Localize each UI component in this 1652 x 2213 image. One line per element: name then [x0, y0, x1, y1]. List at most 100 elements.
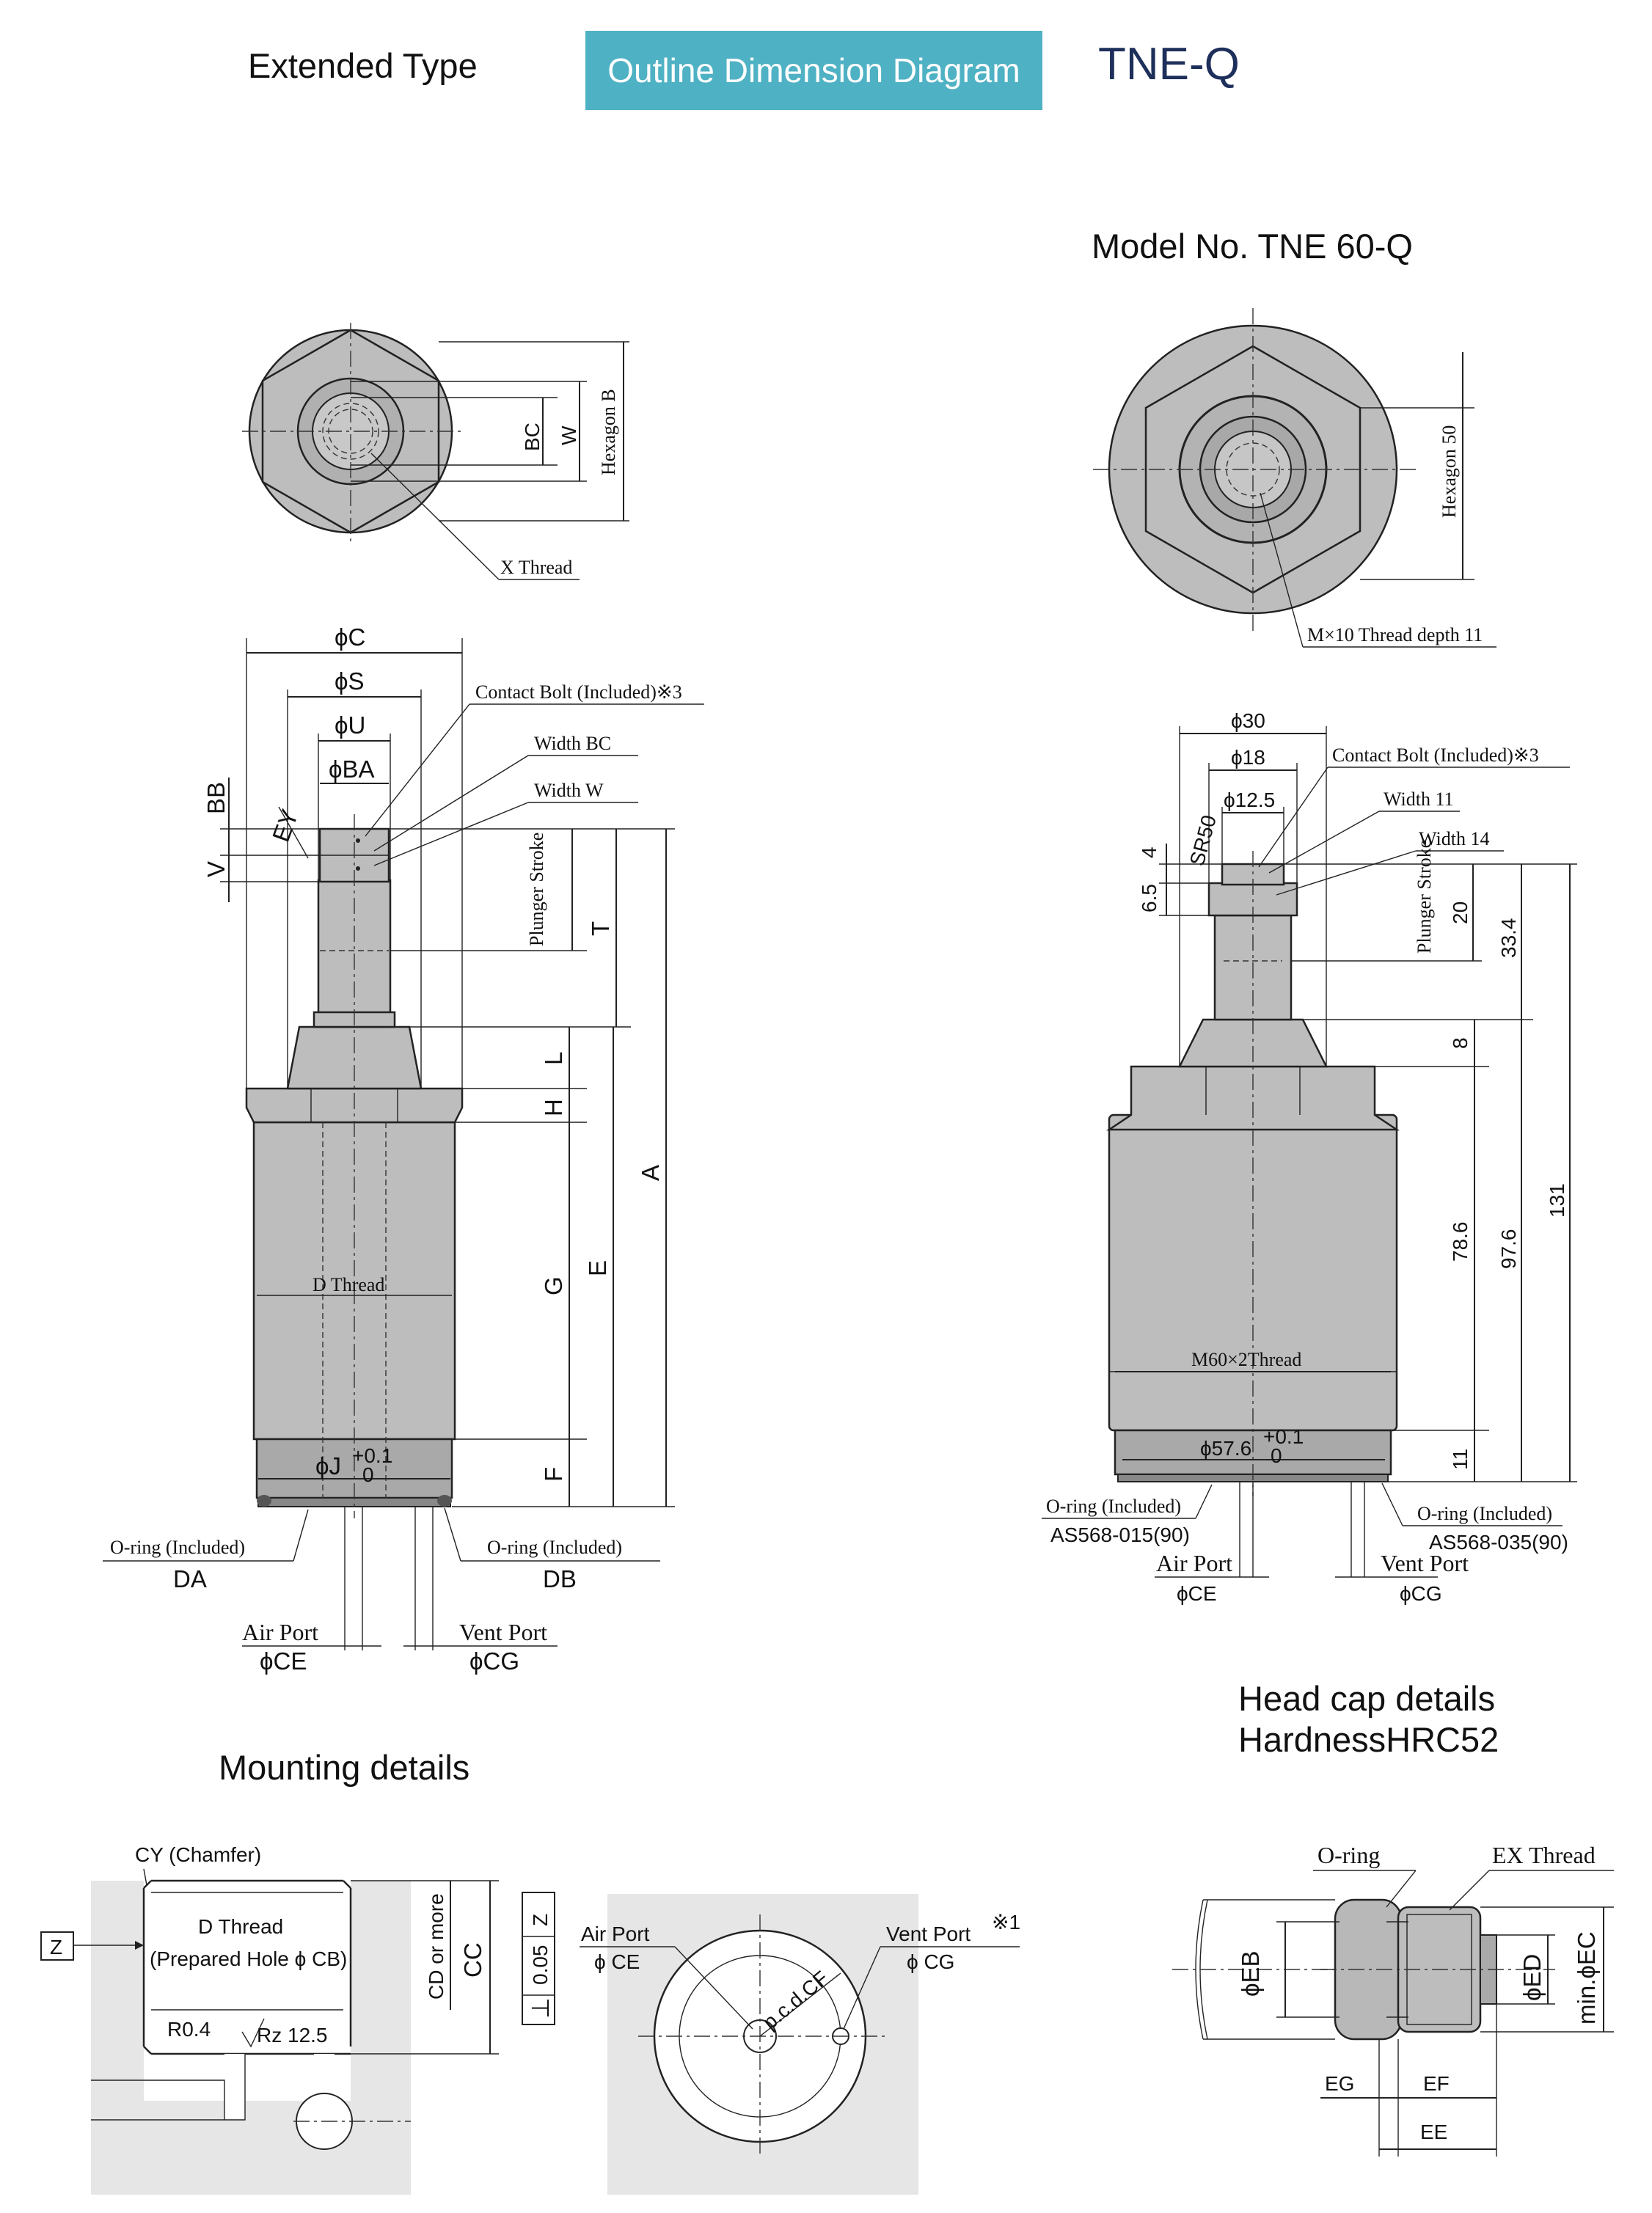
headcap-details: ϕEB ϕED min.ϕEC O-ring EX Thread EG EF E…	[1172, 1842, 1614, 2157]
left-oring-left-label: O-ring (Included)	[110, 1537, 245, 1558]
right-334-label: 33.4	[1497, 918, 1520, 959]
left-s-label: ϕS	[335, 667, 365, 695]
left-e-label: E	[584, 1260, 611, 1276]
left-ey-label: EY	[267, 805, 304, 845]
left-top-x-thread-label: X Thread	[500, 557, 572, 578]
right-top-view: Hexagon 50 M×10 Thread depth 11	[1093, 308, 1496, 648]
right-tol-up: +0.1	[1263, 1425, 1304, 1448]
right-as035-label: AS568-035(90)	[1429, 1531, 1568, 1554]
mount-tol-label: 0.05	[529, 1945, 552, 1986]
left-j-tol-up: +0.1	[352, 1444, 392, 1467]
right-786-label: 78.6	[1449, 1222, 1472, 1262]
left-l-label: L	[540, 1052, 567, 1065]
left-top-bc-label: BC	[521, 423, 544, 451]
left-vent-port-label: Vent Port	[459, 1619, 547, 1645]
left-f-label: F	[540, 1467, 567, 1482]
header-type-label: Extended Type	[248, 46, 478, 85]
mount-air-port-label: Air Port	[581, 1923, 650, 1945]
right-vent-port-label: Vent Port	[1381, 1550, 1469, 1576]
right-d30-label: ϕ30	[1231, 709, 1265, 732]
headcap-ec-label: min.ϕEC	[1573, 1931, 1600, 2024]
mounting-details: CY (Chamfer) Z D Thread (Prepared Hole ϕ…	[40, 1843, 1020, 2195]
right-ce-label: ϕCE	[1177, 1582, 1217, 1605]
left-ce-label: ϕCE	[260, 1647, 307, 1675]
mount-cy-label: CY (Chamfer)	[135, 1843, 261, 1866]
mount-cd-label: CD or more	[425, 1893, 447, 2000]
right-plunger-stroke-label: Plunger Stroke	[1414, 840, 1435, 954]
right-oring-right-label: O-ring (Included)	[1417, 1503, 1552, 1524]
left-air-port-label: Air Port	[242, 1619, 318, 1645]
headcap-title-line1: Head cap details	[1238, 1679, 1496, 1718]
headcap-title-line2: HardnessHRC52	[1238, 1720, 1499, 1760]
mount-rz-label: Rz 12.5	[257, 2024, 328, 2046]
headcap-oring-label: O-ring	[1317, 1842, 1380, 1868]
headcap-ee-label: EE	[1420, 2121, 1447, 2143]
left-ba-label: ϕBA	[329, 756, 375, 783]
headcap-ex-label: EX Thread	[1492, 1842, 1596, 1868]
left-g-label: G	[540, 1276, 567, 1295]
right-tol-low: 0	[1271, 1444, 1282, 1467]
mount-cg-label: ϕ CG	[907, 1950, 954, 1973]
right-20-label: 20	[1449, 901, 1472, 924]
headcap-eg-label: EG	[1325, 2072, 1354, 2095]
header-badge-text: Outline Dimension Diagram	[607, 51, 1020, 89]
left-t-label: T	[587, 921, 614, 936]
left-cg-label: ϕCG	[469, 1647, 519, 1675]
right-width11-label: Width 11	[1384, 789, 1453, 810]
left-c-label: ϕC	[335, 623, 365, 651]
right-m60-label: M60×2Thread	[1191, 1349, 1301, 1370]
header-badge: Outline Dimension Diagram	[585, 31, 1042, 110]
left-j-label: ϕJ	[315, 1452, 341, 1479]
headcap-ef-label: EF	[1423, 2072, 1450, 2095]
right-contact-bolt-label: Contact Bolt (Included)※3	[1332, 745, 1539, 766]
mount-z-label: Z	[50, 1936, 62, 1958]
mount-prepared-label: (Prepared Hole ϕ CB)	[150, 1947, 347, 1970]
left-top-view: BC W Hexagon B X Thread	[242, 323, 629, 580]
right-131-label: 131	[1546, 1183, 1568, 1218]
right-d18-label: ϕ18	[1231, 746, 1265, 769]
mount-z-box-label: Z	[529, 1914, 552, 1926]
left-a-label: A	[637, 1165, 664, 1181]
right-d576-label: ϕ57.6	[1200, 1437, 1251, 1460]
left-d-thread-label: D Thread	[313, 1274, 384, 1295]
mount-ce-label: ϕ CE	[594, 1950, 640, 1973]
left-bb-label: BB	[202, 782, 230, 814]
right-oring-left-label: O-ring (Included)	[1046, 1496, 1181, 1517]
left-da-label: DA	[173, 1565, 207, 1592]
left-contact-bolt-label: Contact Bolt (Included)※3	[475, 681, 682, 703]
right-cg-label: ϕCG	[1400, 1582, 1442, 1605]
left-v-label: V	[202, 861, 230, 877]
left-top-hexagon-label: Hexagon B	[598, 389, 619, 475]
mount-perp-label: ⊥	[527, 1997, 554, 2019]
left-plunger-stroke-label: Plunger Stroke	[526, 833, 547, 946]
left-side-view: D Thread ϕC ϕS ϕU ϕBA BB V EY Contact Bo…	[103, 623, 704, 1675]
header-model: TNE-Q	[1098, 39, 1240, 89]
right-side-view: M60×2Thread ϕ57.6 +0.1 0 Air Port ϕCE Ve…	[1042, 709, 1577, 1605]
right-as015-label: AS568-015(90)	[1050, 1524, 1190, 1546]
mounting-title: Mounting details	[219, 1748, 470, 1787]
left-u-label: ϕU	[335, 712, 365, 739]
right-976-label: 97.6	[1497, 1229, 1520, 1270]
right-top-thread-label: M×10 Thread depth 11	[1307, 624, 1483, 645]
right-11-label: 11	[1449, 1449, 1472, 1470]
right-sr50-label: SR50	[1185, 813, 1221, 868]
right-model-title: Model No. TNE 60-Q	[1092, 227, 1413, 266]
right-air-port-label: Air Port	[1156, 1550, 1232, 1576]
left-oring-right-label: O-ring (Included)	[487, 1537, 622, 1558]
left-width-bc-label: Width BC	[534, 733, 611, 754]
headcap-ed-label: ϕED	[1518, 1954, 1546, 2001]
right-8-label: 8	[1449, 1037, 1472, 1049]
left-h-label: H	[540, 1099, 567, 1116]
left-width-w-label: Width W	[534, 780, 604, 801]
mount-vent-port-label: Vent Port	[886, 1923, 971, 1945]
right-65-label: 6.5	[1138, 884, 1161, 912]
right-d125-label: ϕ12.5	[1224, 789, 1275, 811]
headcap-eb-label: ϕEB	[1237, 1950, 1264, 1997]
right-4-label: 4	[1138, 846, 1161, 858]
mount-d-thread-label: D Thread	[198, 1915, 283, 1938]
mount-r04-label: R0.4	[167, 2018, 211, 2041]
mount-cc-label: CC	[459, 1942, 486, 1978]
right-top-hexagon-label: Hexagon 50	[1439, 425, 1460, 518]
